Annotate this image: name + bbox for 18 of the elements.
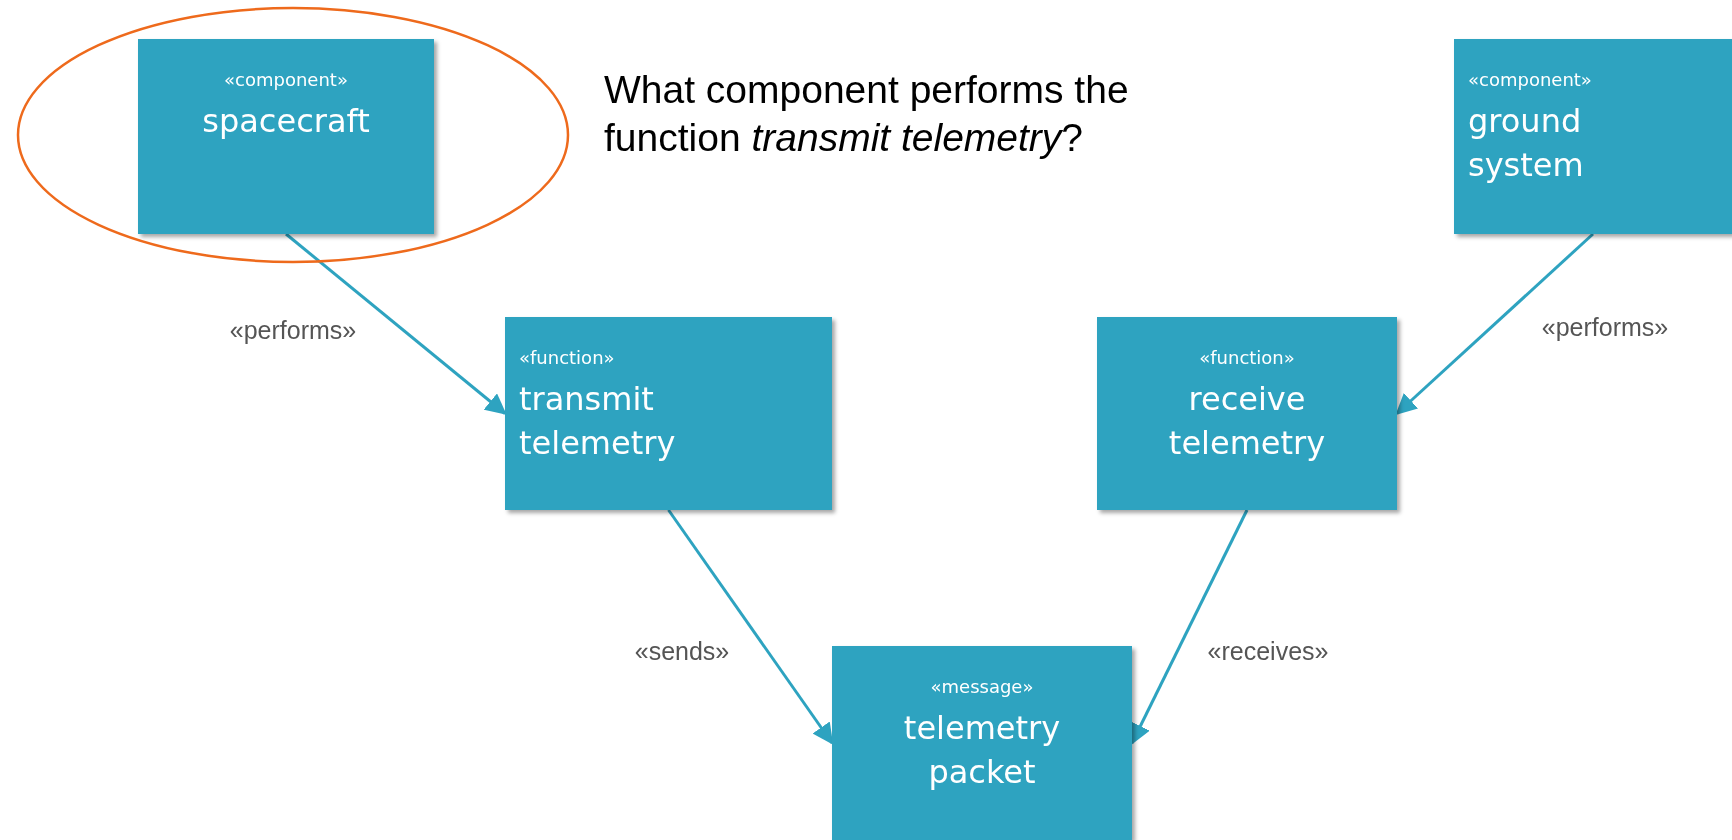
element-name: ground system (1468, 101, 1585, 186)
stereotype-text: «message» (930, 675, 1034, 699)
element-name: spacecraft (202, 101, 370, 142)
stereotype-text: «function» (519, 346, 615, 370)
element-name: receive telemetry (1167, 379, 1327, 464)
arrow (285, 232, 507, 415)
stereotype-text: «function» (1199, 346, 1295, 370)
element-name: transmit telemetry (519, 379, 677, 464)
element-name: telemetry packet (902, 708, 1062, 793)
question-text: What component performs the function transmit telemetry? (604, 67, 1130, 161)
stereotype-text: «component» (224, 68, 348, 92)
uml-box (138, 39, 434, 234)
uml-box (1454, 39, 1732, 234)
arrow (667, 509, 834, 745)
uml-box (505, 317, 832, 510)
stereotype-text: «component» (1468, 68, 1592, 92)
uml-box (1097, 317, 1397, 510)
uml-box (832, 646, 1132, 840)
